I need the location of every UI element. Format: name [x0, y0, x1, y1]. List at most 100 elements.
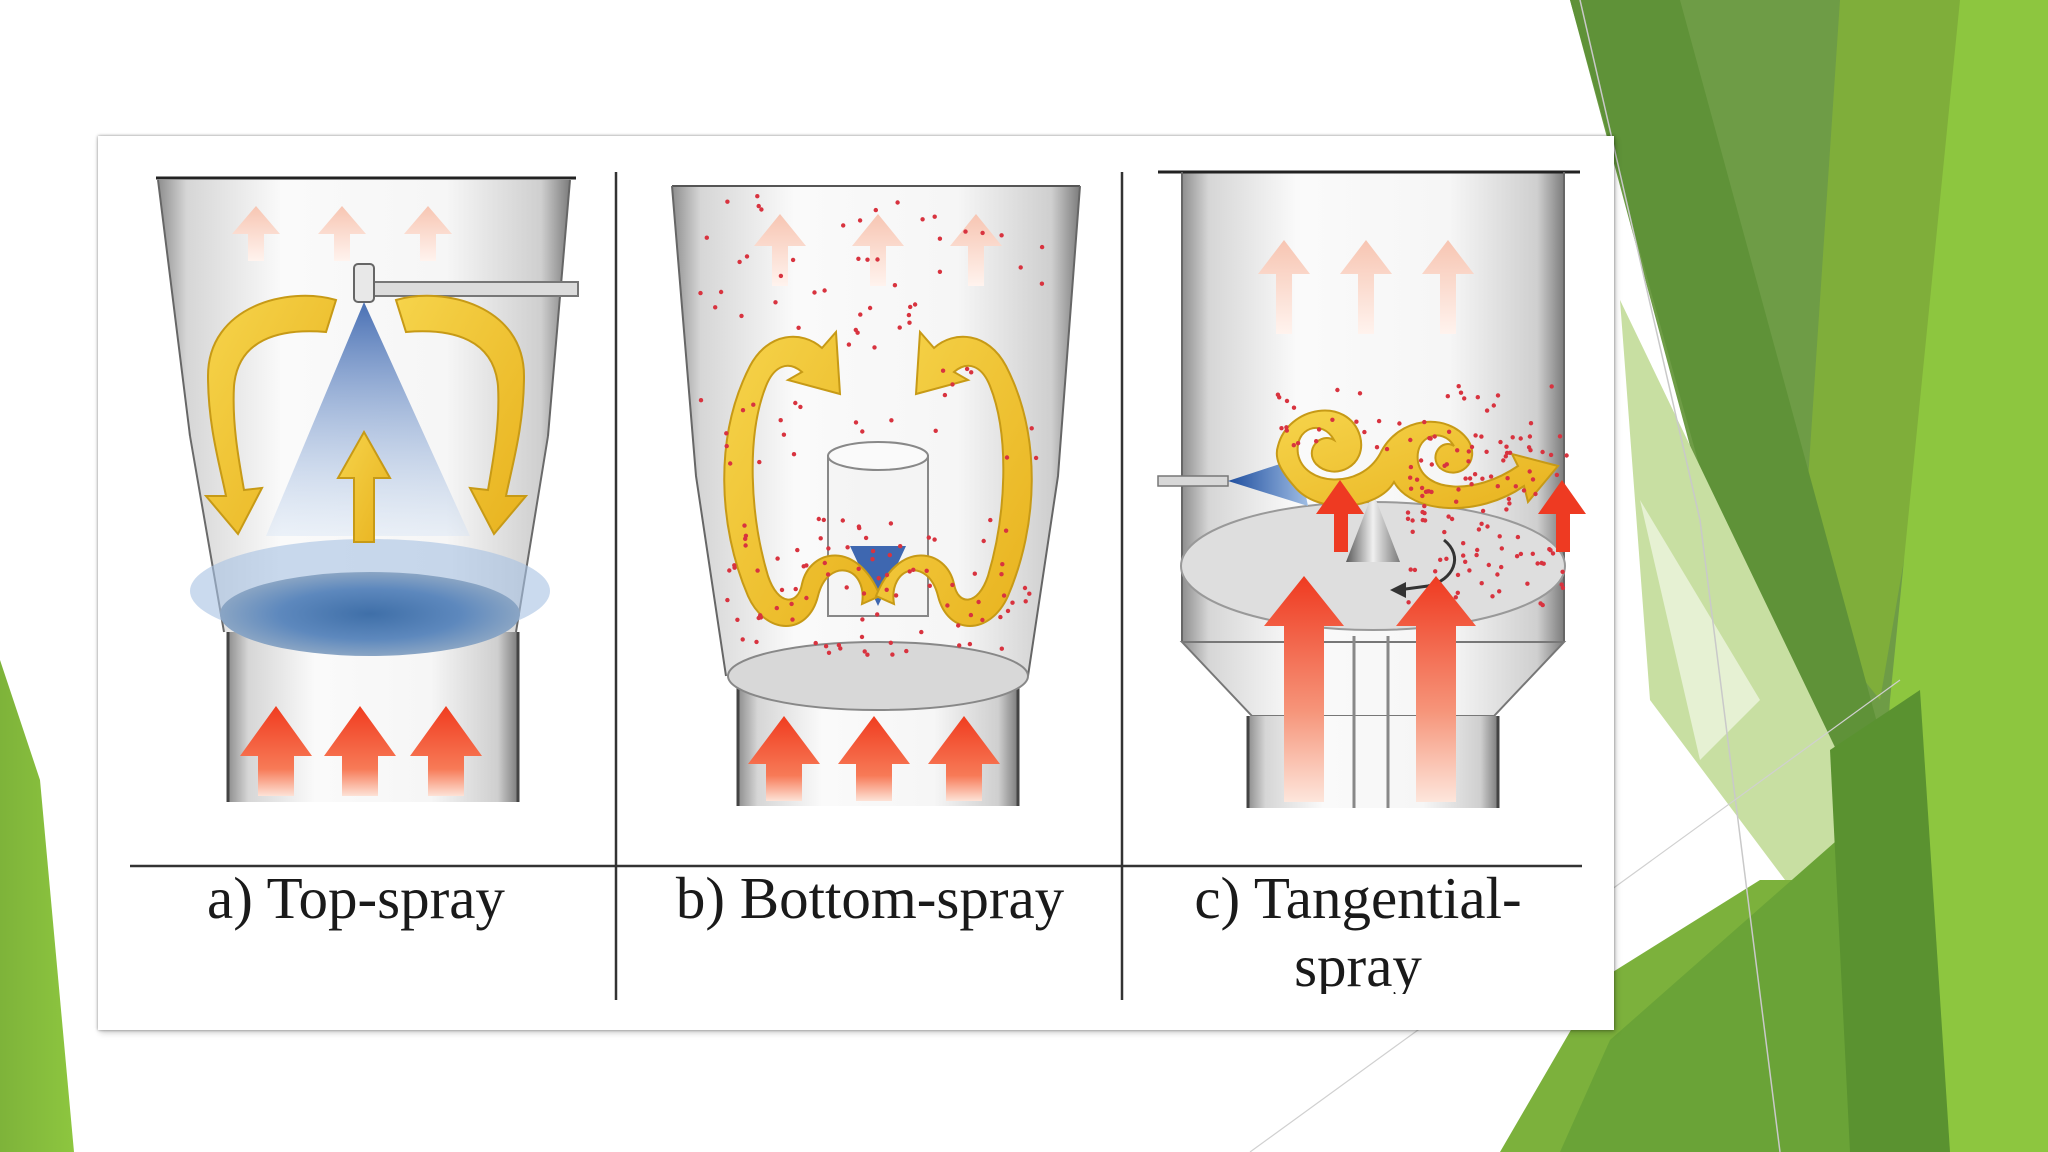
- particle-dot: [732, 563, 737, 568]
- particle-dot: [1001, 593, 1007, 598]
- caption-tangential-spray-line2: spray: [1294, 933, 1422, 994]
- particle-dot: [744, 254, 750, 259]
- particle-dot: [862, 649, 867, 654]
- green-decoration-right: [1249, 0, 2048, 1152]
- particle-dot: [1039, 244, 1045, 250]
- particle-dot: [1518, 551, 1524, 557]
- particle-dot: [950, 582, 955, 588]
- particle-dot: [796, 325, 801, 330]
- particle-flow-right: [874, 329, 1033, 627]
- particle-dot: [836, 642, 842, 648]
- particle-dot: [773, 300, 778, 305]
- particle-dot: [1420, 517, 1426, 523]
- particle-dot: [1410, 518, 1415, 523]
- particle-dot: [1438, 557, 1443, 562]
- particle-dot: [1039, 281, 1045, 286]
- particle-dot: [790, 257, 796, 263]
- particle-dot: [1003, 528, 1009, 533]
- particle-dot: [853, 420, 859, 425]
- particle-dot: [1507, 501, 1512, 506]
- particle-dot: [1521, 488, 1527, 493]
- particle-dot: [942, 392, 948, 398]
- particle-dot: [1456, 487, 1461, 492]
- particle-dot: [804, 595, 809, 601]
- particle-dot: [793, 586, 798, 592]
- particle-dot: [1475, 395, 1481, 400]
- particle-dot: [1397, 421, 1402, 426]
- particle-dot: [755, 568, 760, 573]
- particle-dot: [1408, 437, 1413, 443]
- particle-dot: [1539, 560, 1544, 566]
- particle-dot: [895, 200, 900, 205]
- particle-dot: [1530, 551, 1536, 556]
- particle-dot: [937, 236, 943, 241]
- particle-dot: [1408, 567, 1413, 572]
- particle-dot: [860, 617, 865, 622]
- particle-dot: [757, 459, 762, 465]
- particle-dot: [963, 229, 968, 234]
- particle-dot: [1495, 572, 1500, 577]
- particle-flow-right: [394, 294, 529, 536]
- particle-dot: [838, 646, 843, 651]
- particle-dot: [870, 548, 876, 554]
- particle-flow-up: [336, 429, 392, 543]
- particle-dot: [775, 556, 780, 561]
- particle-dot: [1507, 450, 1513, 455]
- particle-dot: [1461, 553, 1466, 558]
- particle-dot: [1455, 590, 1461, 595]
- particle-dot: [1467, 476, 1473, 481]
- particle-dot: [1420, 509, 1425, 515]
- particle-dot: [779, 587, 785, 593]
- particle-dot: [1335, 387, 1340, 393]
- particle-dot: [964, 366, 970, 372]
- exhaust-air-arrows: [232, 206, 452, 261]
- particle-dot: [1549, 384, 1554, 389]
- particle-dot: [1513, 484, 1519, 489]
- particle-dot: [856, 566, 861, 571]
- particle-dot: [841, 223, 846, 228]
- particle-dot: [857, 525, 862, 531]
- particle-dot: [826, 650, 832, 655]
- particle-dot: [976, 599, 981, 605]
- particle-dot: [1535, 561, 1540, 566]
- particle-dot: [1330, 417, 1335, 422]
- particle-dot: [1518, 436, 1523, 441]
- particle-dot: [920, 217, 925, 222]
- particle-dot: [793, 400, 798, 406]
- particle-dot: [1444, 462, 1450, 467]
- rotor-cone: [1346, 492, 1400, 562]
- particle-dot: [826, 546, 831, 551]
- particle-dot: [1488, 474, 1494, 479]
- particle-dot: [818, 536, 823, 541]
- particle-dot: [1284, 425, 1289, 430]
- particle-dot: [897, 325, 902, 330]
- particle-dot: [1484, 449, 1489, 454]
- exhaust-air-arrows: [754, 214, 1002, 286]
- particle-dot: [1284, 398, 1290, 404]
- particle-dot: [1000, 562, 1005, 567]
- particle-dot: [1504, 444, 1509, 449]
- particle-bed: [220, 572, 520, 656]
- particle-dot: [1376, 418, 1382, 424]
- spray-cone: [266, 302, 470, 536]
- particle-dot: [1559, 582, 1564, 587]
- particle-dot: [924, 568, 929, 573]
- particle-dot: [1275, 392, 1281, 397]
- particle-dot: [872, 345, 877, 350]
- particle-dot: [1027, 591, 1032, 596]
- particle-dot: [1533, 491, 1538, 497]
- spray-nozzle: [353, 263, 375, 303]
- particle-dot: [898, 544, 903, 549]
- particle-dot: [759, 207, 764, 212]
- particle-dot: [1004, 455, 1010, 460]
- particle-dot: [1463, 476, 1468, 481]
- figure-card: a) Top-spray b) Bottom-spray c) Tangenti…: [98, 136, 1614, 1030]
- particle-dot: [1295, 441, 1301, 446]
- particle-dot: [758, 613, 763, 618]
- particle-dot: [875, 612, 880, 617]
- particle-dot: [1484, 408, 1490, 413]
- particle-dot: [1426, 489, 1432, 494]
- particle-dot: [865, 652, 870, 657]
- caption-bottom-spray-line1: b) Bottom-spray: [675, 865, 1065, 931]
